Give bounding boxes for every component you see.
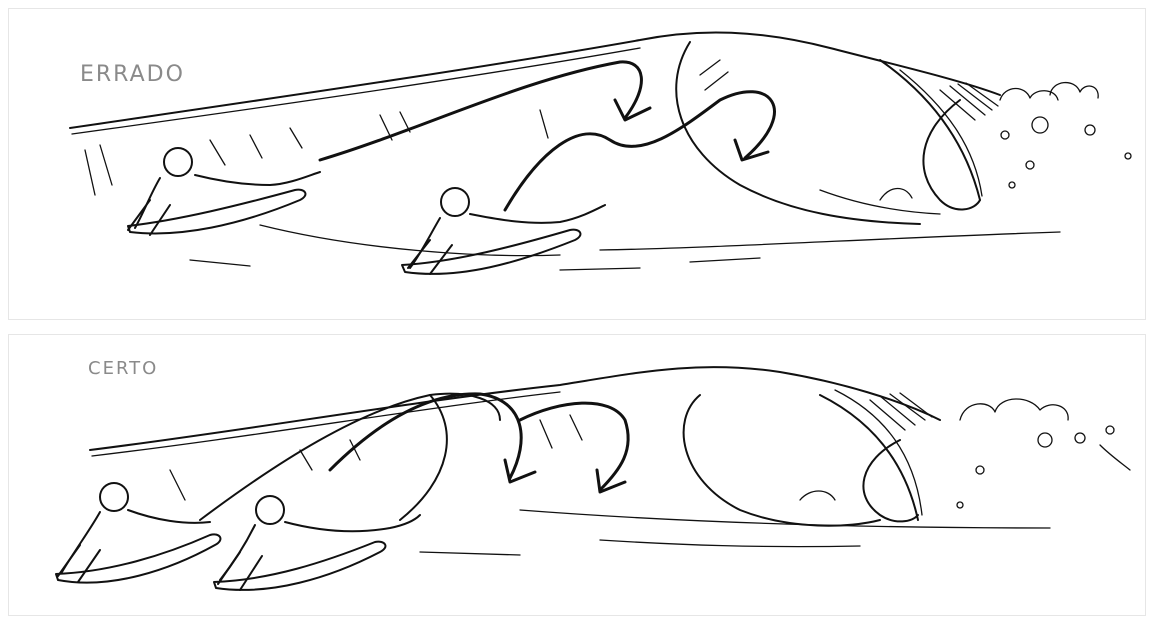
arrow-path-3 (330, 394, 521, 478)
bodyboarder-3 (56, 483, 220, 583)
bodyboarder-1 (128, 148, 320, 235)
top-wave (70, 32, 1131, 274)
arrow-path-1 (320, 62, 641, 160)
bottom-wave (56, 367, 1130, 590)
arrow-path-2 (505, 92, 774, 210)
arrow-path-4 (520, 403, 628, 490)
bodyboarder-2 (402, 188, 605, 274)
bodyboarder-4 (214, 496, 420, 590)
